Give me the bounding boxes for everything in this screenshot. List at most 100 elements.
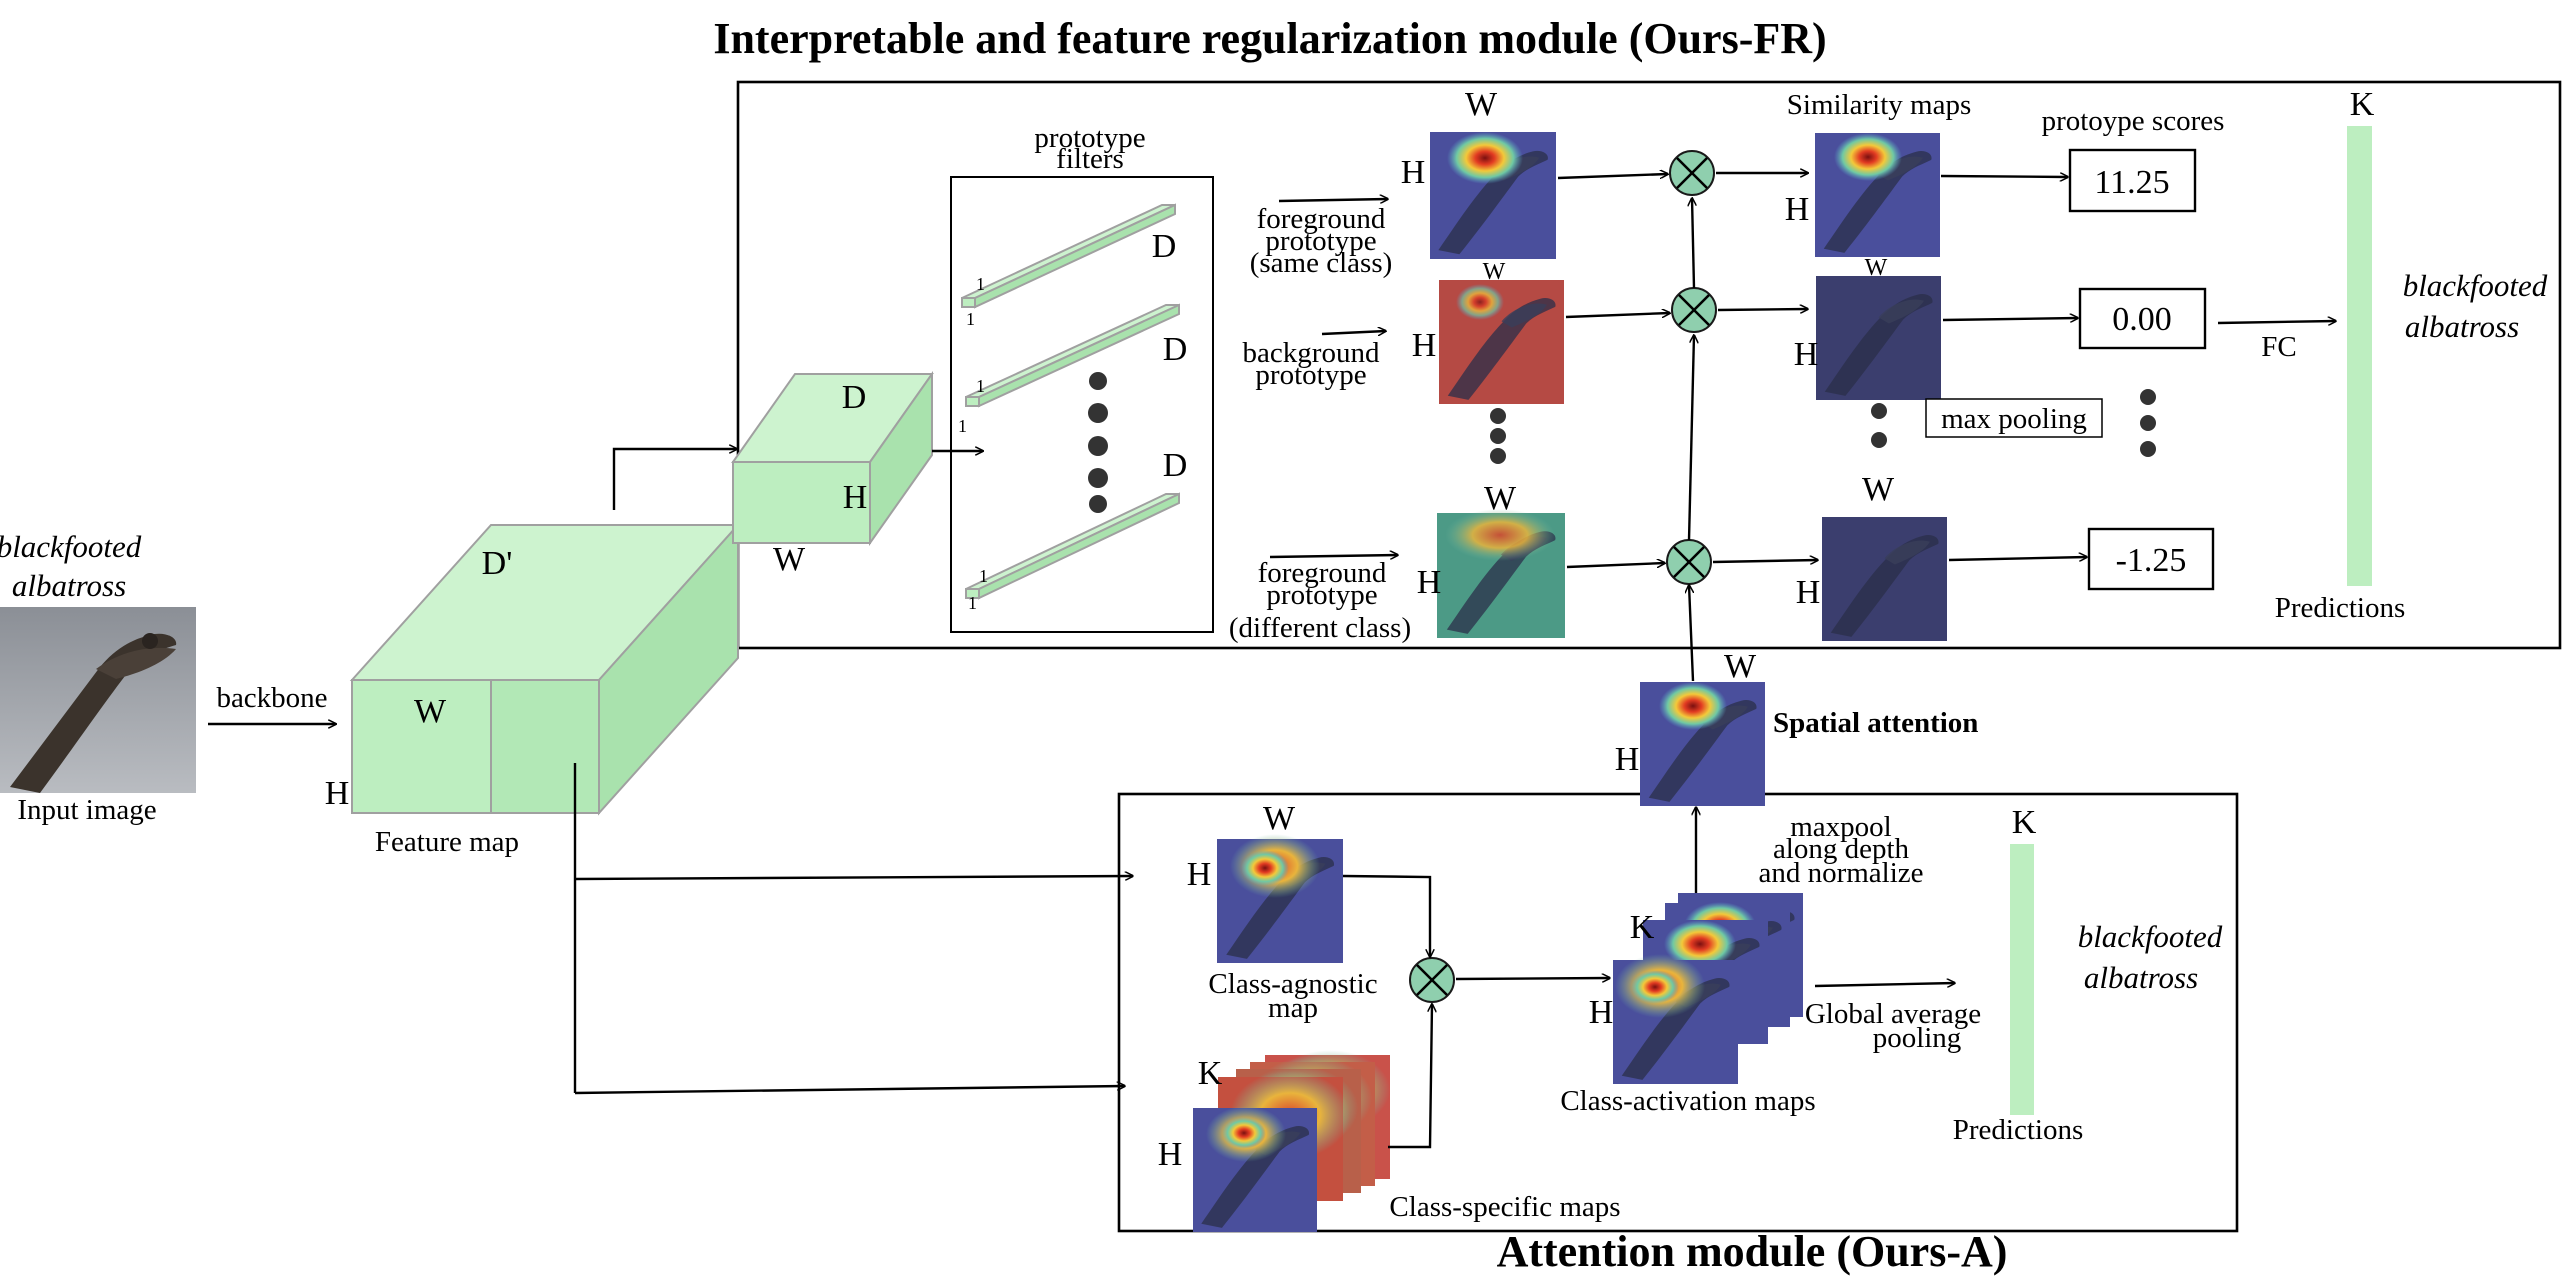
spatial-attention-width: W xyxy=(1724,648,1757,685)
score-value-2: 0.00 xyxy=(2112,301,2172,338)
attention-multiply-node xyxy=(1409,957,1455,1003)
feature-map-cube xyxy=(349,522,741,816)
mult2-to-mult1-arrow xyxy=(1692,198,1694,289)
svg-text:(different class): (different class) xyxy=(1229,612,1411,644)
specific-to-mult xyxy=(1388,1004,1432,1149)
class-specific-k: K xyxy=(1198,1055,1223,1092)
small-cube-width-label: W xyxy=(773,541,806,578)
mult-to-cam xyxy=(1455,978,1610,979)
similarity-maps-ellipsis xyxy=(1871,403,1887,448)
cam-height: H xyxy=(1589,994,1614,1031)
feature-subvolume-cube xyxy=(731,370,934,547)
prototype-scores-title: protoype scores xyxy=(2042,105,2225,137)
feature-map-height-label: H xyxy=(325,775,350,812)
sim2-to-score2 xyxy=(1942,318,2078,320)
small-cube-depth-label: D xyxy=(842,379,867,416)
sim-map-3-width: W xyxy=(1862,471,1895,508)
top-predictions-bar xyxy=(2347,126,2372,586)
multiply-node-3 xyxy=(1666,539,1712,585)
svg-text:pooling: pooling xyxy=(1873,1022,1962,1054)
prototype-filter-3 xyxy=(965,492,1180,600)
sim-map-2-height: H xyxy=(1794,336,1819,373)
spatial-attention-label: Spatial attention xyxy=(1773,707,1978,739)
similarity-map-3 xyxy=(1822,517,1947,641)
top-predictions-caption: Predictions xyxy=(2275,592,2406,624)
prototype-filter-2 xyxy=(965,303,1180,408)
bottom-module-title: Attention module (Ours-A) xyxy=(1497,1227,2008,1276)
sim1-to-score1 xyxy=(1940,176,2068,177)
top-module-title: Interpretable and feature regularization… xyxy=(713,14,1826,63)
svg-text:along depth: along depth xyxy=(1773,833,1910,865)
input-class-line2: albatross xyxy=(12,568,126,603)
bottom-prediction-class-line1: blackfooted xyxy=(2078,919,2223,954)
mult3-to-sim3 xyxy=(1712,560,1818,562)
score-value-1: 11.25 xyxy=(2094,164,2169,201)
svg-text:prototype: prototype xyxy=(1255,359,1366,391)
maxpool-caption: maxpool along depth and normalize xyxy=(1758,811,1923,889)
backbone-label: backbone xyxy=(216,682,327,714)
class-agnostic-map xyxy=(1217,834,1343,963)
bg-prototype-label: background prototype xyxy=(1243,337,1380,391)
svg-text:foreground: foreground xyxy=(1257,203,1386,235)
fg-diff-activation-map xyxy=(1437,509,1565,638)
feature-map-width-label: W xyxy=(414,693,447,730)
fc-arrow xyxy=(2217,321,2336,323)
svg-text:Class-agnostic: Class-agnostic xyxy=(1208,968,1377,1000)
input-bird-image xyxy=(0,607,196,793)
prototype-filters-ellipsis xyxy=(1088,372,1108,513)
score-box-1 xyxy=(2068,148,2197,213)
mult3-to-mult2-arrow xyxy=(1687,335,1694,541)
prototype-filters-title-line2: filters xyxy=(1056,143,1124,175)
bottom-predictions-caption: Predictions xyxy=(1953,1114,2084,1146)
max-pooling-box xyxy=(1925,398,2103,438)
feature-map-to-specific-arrow xyxy=(574,1086,1125,1095)
multiply-node-1 xyxy=(1669,150,1715,196)
svg-text:prototype: prototype xyxy=(1266,579,1377,611)
activation-maps-ellipsis xyxy=(1490,408,1506,464)
spatial-attention-to-mult3 xyxy=(1689,585,1695,682)
sim-map-2-width: W xyxy=(1865,255,1888,281)
prototype-filter-3-unit-b: 1 xyxy=(968,593,977,613)
sim3-to-score3 xyxy=(1948,557,2087,560)
prototype-filter-2-depth: D xyxy=(1163,331,1188,368)
agnostic-to-mult xyxy=(1342,874,1430,957)
spatial-attention-map xyxy=(1640,682,1765,806)
class-agnostic-width: W xyxy=(1263,800,1296,837)
fg-diff-map-width: W xyxy=(1484,480,1517,517)
feature-map-to-agnostic-arrow xyxy=(574,876,1133,879)
fg-diff-prototype-label: foreground prototype (different class) xyxy=(1229,557,1411,644)
input-class-line1: blackfooted xyxy=(0,529,142,564)
prototype-filter-3-unit-a: 1 xyxy=(979,566,988,586)
bg-map-to-mult xyxy=(1565,313,1670,319)
max-pooling-label: max pooling xyxy=(1941,403,2087,435)
small-cube-height-label: H xyxy=(843,479,868,516)
fg-same-activation-map xyxy=(1430,132,1556,259)
similarity-map-2 xyxy=(1816,276,1941,400)
sim-map-1-height: H xyxy=(1785,191,1810,228)
multiply-node-2 xyxy=(1671,287,1717,333)
feature-map-depth-label: D' xyxy=(482,545,513,582)
svg-text:background: background xyxy=(1243,337,1380,369)
fg-diff-map-to-mult xyxy=(1566,563,1665,569)
score-box-2 xyxy=(2078,287,2207,350)
prototype-filter-2-unit-a: 1 xyxy=(976,376,985,396)
prototype-filter-3-depth: D xyxy=(1163,447,1188,484)
prototype-filter-2-unit-b: 1 xyxy=(958,416,967,436)
class-agnostic-caption: Class-agnostic map xyxy=(1208,968,1377,1024)
scores-ellipsis xyxy=(2140,389,2156,457)
svg-text:and normalize: and normalize xyxy=(1758,857,1923,889)
class-agnostic-height: H xyxy=(1187,856,1212,893)
bottom-predictions-k: K xyxy=(2012,804,2037,841)
mult2-to-sim2 xyxy=(1717,309,1808,310)
bg-arrow xyxy=(1321,331,1386,334)
prototype-filter-1-depth: D xyxy=(1152,228,1177,265)
fg-same-map-width: W xyxy=(1465,86,1498,123)
class-specific-caption: Class-specific maps xyxy=(1389,1191,1620,1223)
similarity-map-1 xyxy=(1815,133,1940,257)
fg-same-arrow xyxy=(1278,199,1388,201)
similarity-maps-title: Similarity maps xyxy=(1787,89,1971,121)
svg-text:map: map xyxy=(1268,992,1318,1024)
score-value-3: -1.25 xyxy=(2116,542,2187,579)
fc-label: FC xyxy=(2261,331,2296,363)
class-specific-height: H xyxy=(1158,1136,1183,1173)
